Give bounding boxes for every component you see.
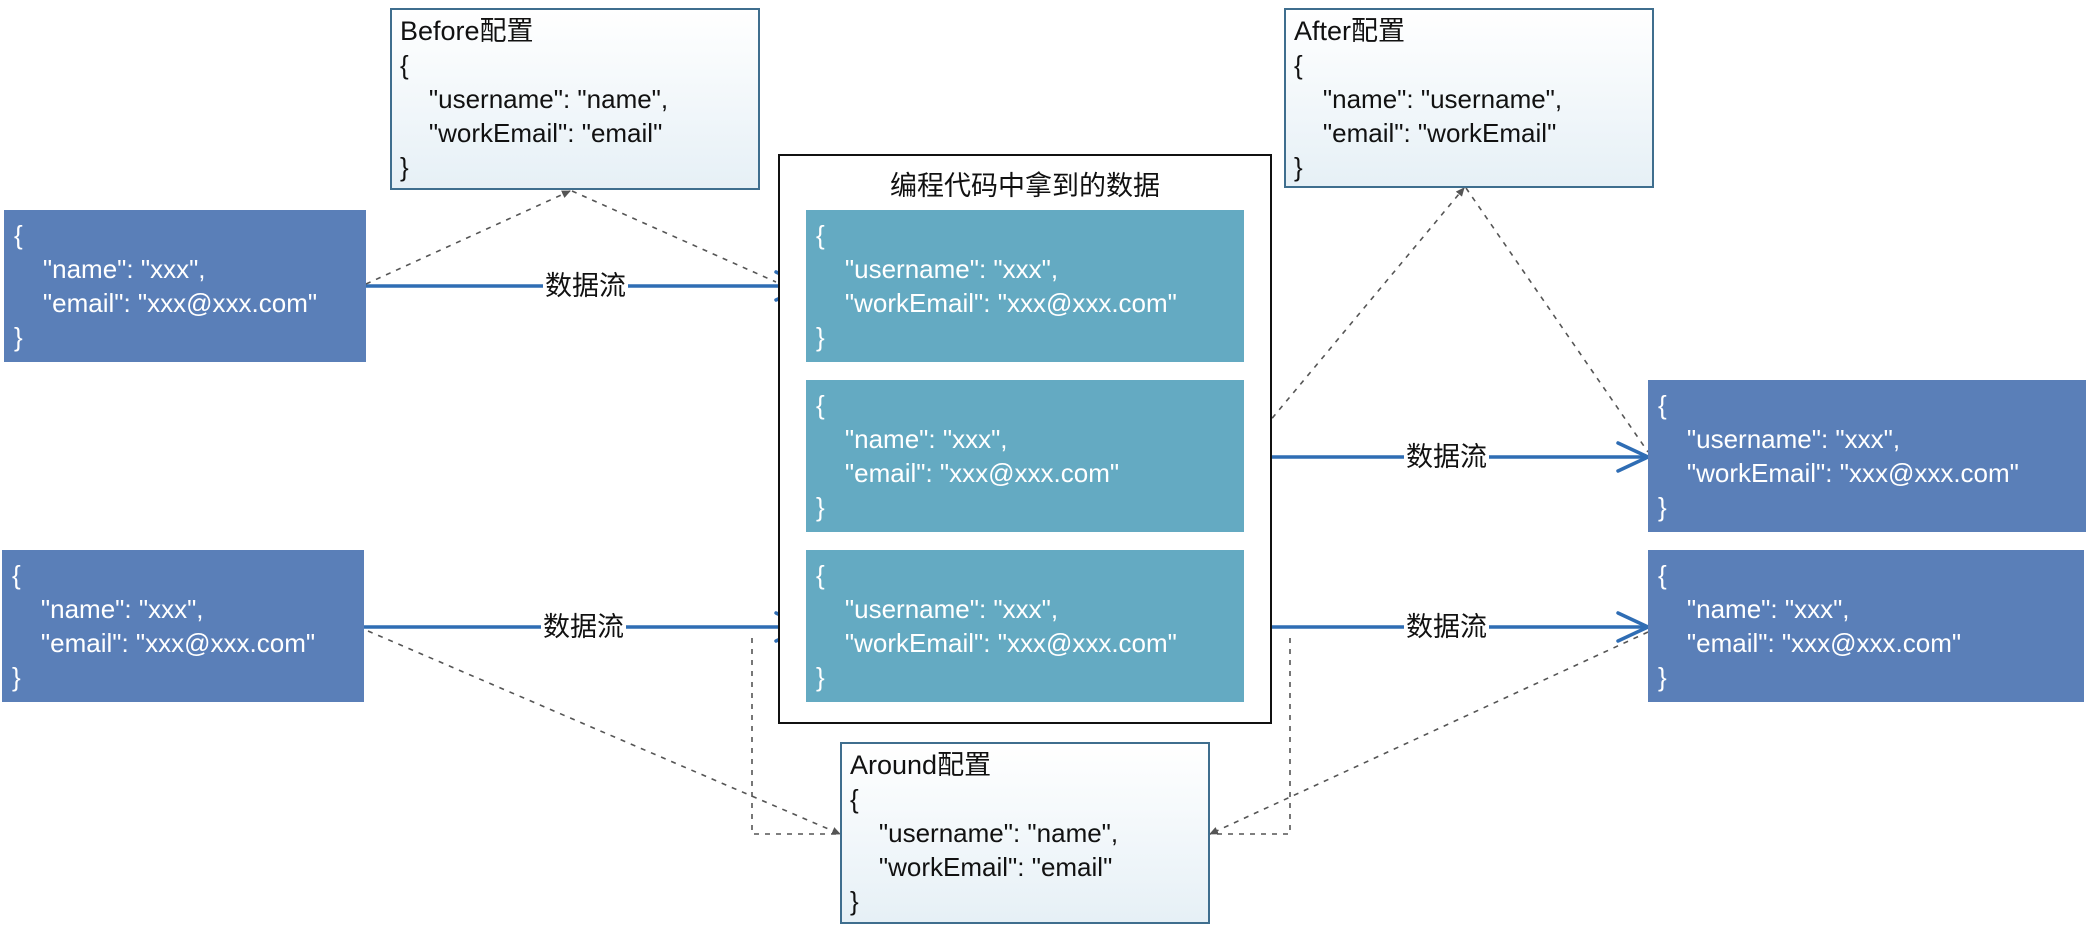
before-config-box: Before配置 { "username": "name", "workEmai… — [390, 8, 760, 190]
code-data-box-1: { "username": "xxx", "workEmail": "xxx@x… — [806, 210, 1244, 362]
left-input-json-2: { "name": "xxx", "email": "xxx@xxx.com" … — [12, 560, 316, 692]
right-output-box-2: { "name": "xxx", "email": "xxx@xxx.com" … — [1648, 550, 2084, 702]
after-config-title: After配置 — [1294, 16, 1406, 46]
after-connector-in — [1243, 187, 1465, 453]
around-connector-left-a — [367, 630, 841, 835]
code-data-box-3: { "username": "xxx", "workEmail": "xxx@x… — [806, 550, 1244, 702]
around-config-body: { "username": "name", "workEmail": "emai… — [850, 784, 1119, 916]
config-connectors — [365, 187, 1649, 835]
code-data-json-1: { "username": "xxx", "workEmail": "xxx@x… — [816, 220, 1177, 352]
before-config-body: { "username": "name", "workEmail": "emai… — [400, 50, 669, 182]
before-config-title: Before配置 — [400, 16, 534, 46]
flow-label-1: 数据流 — [543, 271, 628, 301]
code-data-json-3: { "username": "xxx", "workEmail": "xxx@x… — [816, 560, 1177, 692]
left-input-json-1: { "name": "xxx", "email": "xxx@xxx.com" … — [14, 220, 318, 352]
right-output-box-1: { "username": "xxx", "workEmail": "xxx@x… — [1648, 380, 2086, 532]
around-config-title: Around配置 — [850, 750, 992, 780]
left-input-box-2: { "name": "xxx", "email": "xxx@xxx.com" … — [2, 550, 364, 702]
right-output-json-1: { "username": "xxx", "workEmail": "xxx@x… — [1658, 390, 2019, 522]
code-data-title: 编程代码中拿到的数据 — [890, 171, 1160, 201]
around-connector-left-b — [751, 638, 840, 835]
flow-label-4: 数据流 — [1404, 612, 1489, 642]
left-input-box-1: { "name": "xxx", "email": "xxx@xxx.com" … — [4, 210, 366, 362]
after-config-body: { "name": "username", "email": "workEmai… — [1294, 50, 1563, 182]
code-data-json-2: { "name": "xxx", "email": "xxx@xxx.com" … — [816, 390, 1120, 522]
around-config-box: Around配置 { "username": "name", "workEmai… — [840, 742, 1210, 924]
before-connector-in — [365, 190, 571, 285]
code-data-box-2: { "name": "xxx", "email": "xxx@xxx.com" … — [806, 380, 1244, 532]
after-config-box: After配置 { "name": "username", "email": "… — [1284, 8, 1654, 188]
right-output-json-2: { "name": "xxx", "email": "xxx@xxx.com" … — [1658, 560, 1962, 692]
after-connector-out — [1465, 187, 1649, 453]
around-connector-right-a — [1209, 631, 1649, 835]
before-connector-out — [571, 190, 777, 283]
flow-label-2: 数据流 — [1404, 442, 1489, 472]
flow-label-3: 数据流 — [541, 612, 626, 642]
